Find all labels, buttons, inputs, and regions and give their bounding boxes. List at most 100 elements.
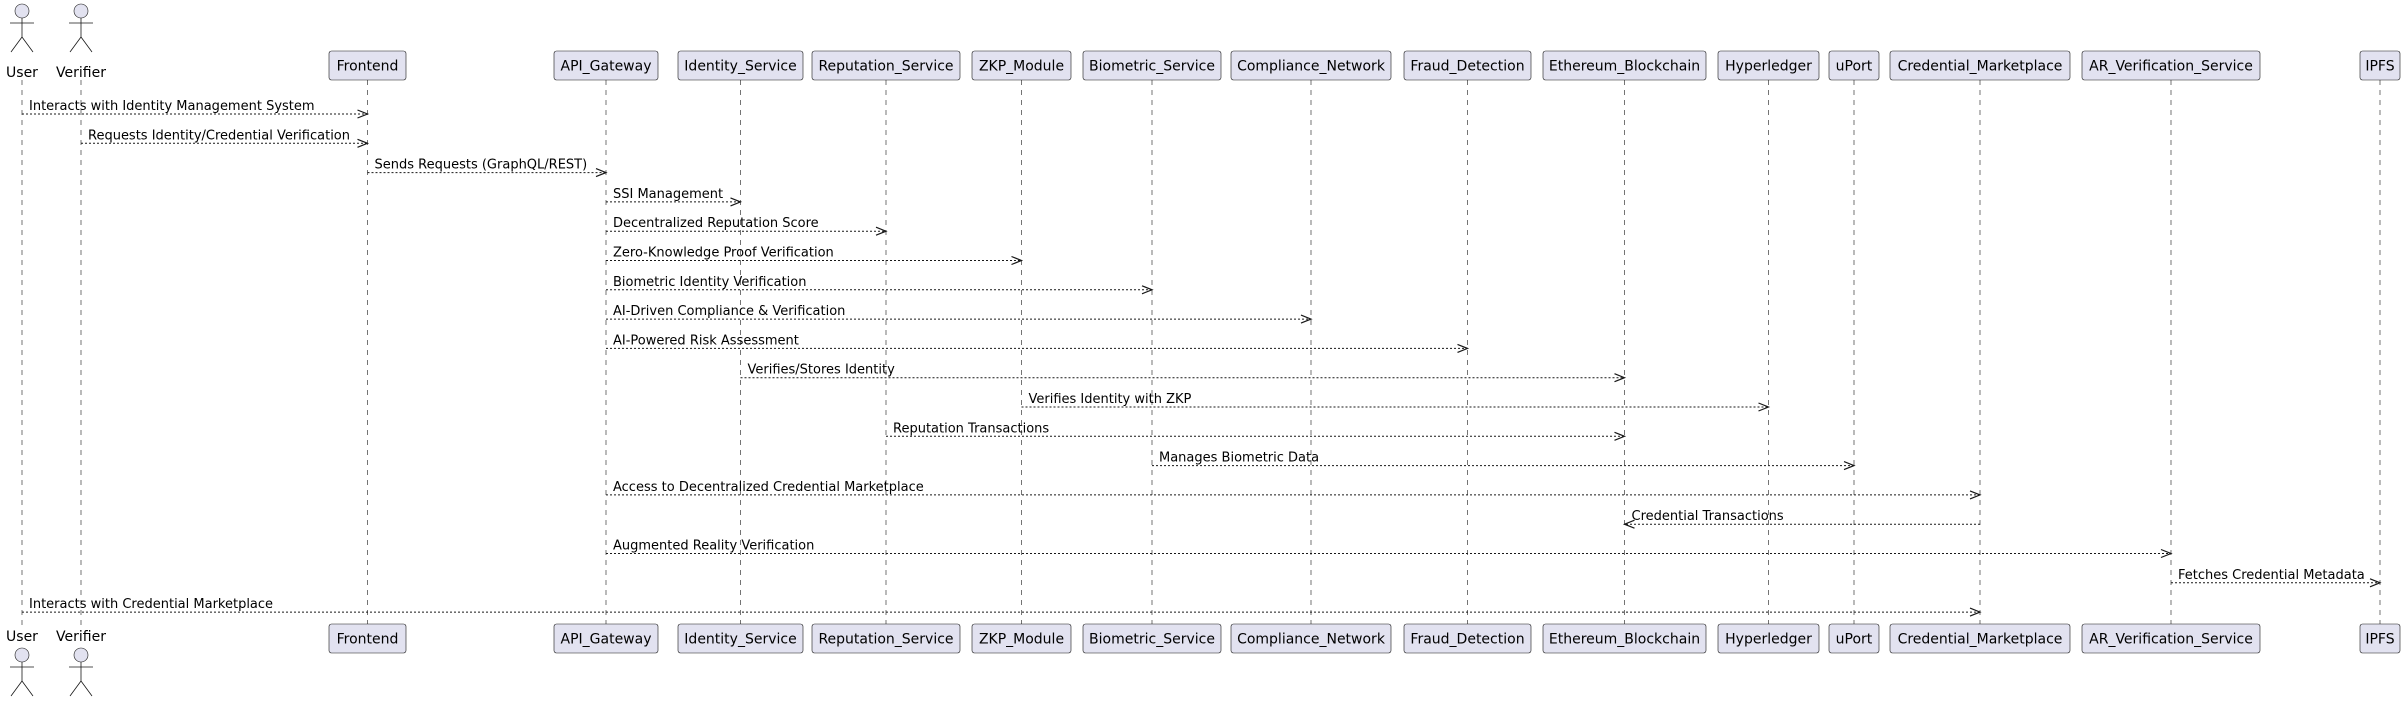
message-3: Sends Requests (GraphQL/REST): [367, 158, 608, 178]
participant-label: Credential_Marketplace: [1898, 59, 2063, 75]
participant-top-ethereum: Ethereum_Blockchain: [1542, 50, 1707, 81]
participant-label: IPFS: [2365, 59, 2394, 75]
participant-top-frontend: Frontend: [328, 50, 407, 81]
message-17: Fetches Credential Metadata: [2171, 568, 2382, 588]
message-9: AI-Powered Risk Assessment: [606, 333, 1470, 353]
actor-bottom-verifier: Verifier: [56, 629, 106, 697]
message-label: Fetches Credential Metadata: [2178, 568, 2365, 583]
participant-bottom-ar: AR_Verification_Service: [2081, 623, 2261, 654]
participant-bottom-identity: Identity_Service: [677, 623, 804, 654]
message-label: Requests Identity/Credential Verificatio…: [88, 128, 350, 143]
participant-label: Biometric_Service: [1089, 632, 1215, 648]
message-label: Sends Requests (GraphQL/REST): [375, 158, 588, 173]
message-label: AI-Powered Risk Assessment: [613, 333, 799, 348]
message-15: Credential Transactions: [1622, 509, 1980, 529]
participant-top-ipfs: IPFS: [2359, 50, 2401, 81]
message-18: Interacts with Credential Marketplace: [22, 597, 1982, 617]
participant-label: Reputation_Service: [818, 59, 953, 75]
message-1: Interacts with Identity Management Syste…: [22, 99, 370, 119]
actor-label: Verifier: [56, 629, 106, 645]
actor-bottom-user: User: [6, 629, 38, 697]
message-12: Reputation Transactions: [886, 421, 1627, 441]
participant-top-fraud: Fraud_Detection: [1403, 50, 1532, 81]
participant-label: AR_Verification_Service: [2089, 632, 2253, 648]
participant-label: Credential_Marketplace: [1898, 632, 2063, 648]
participant-bottom-reputation: Reputation_Service: [811, 623, 961, 654]
participant-label: uPort: [1836, 59, 1873, 75]
participant-bottom-biometric: Biometric_Service: [1082, 623, 1222, 654]
participant-top-marketplace: Credential_Marketplace: [1889, 50, 2071, 81]
actor-label: Verifier: [56, 65, 106, 81]
participant-top-ar: AR_Verification_Service: [2081, 50, 2261, 81]
participant-label: Hyperledger: [1725, 632, 1812, 648]
message-label: Access to Decentralized Credential Marke…: [613, 480, 924, 495]
participant-top-api: API_Gateway: [553, 50, 659, 81]
participant-label: IPFS: [2365, 632, 2394, 648]
participant-bottom-api: API_Gateway: [553, 623, 659, 654]
message-label: Verifies/Stores Identity: [748, 363, 896, 378]
participant-bottom-hyperledger: Hyperledger: [1717, 623, 1820, 654]
participant-label: Identity_Service: [684, 632, 796, 648]
actor-top-verifier: Verifier: [56, 3, 106, 81]
message-label: Reputation Transactions: [893, 421, 1049, 436]
participant-bottom-ipfs: IPFS: [2359, 623, 2401, 654]
message-2: Requests Identity/Credential Verificatio…: [81, 128, 370, 148]
actor-label: User: [6, 65, 38, 81]
participant-top-zkp: ZKP_Module: [971, 50, 1072, 81]
participant-label: Biometric_Service: [1089, 59, 1215, 75]
participant-label: Identity_Service: [684, 59, 796, 75]
message-label: SSI Management: [613, 187, 723, 202]
participant-label: Fraud_Detection: [1410, 59, 1524, 75]
message-label: Zero-Knowledge Proof Verification: [613, 246, 834, 261]
participant-bottom-ethereum: Ethereum_Blockchain: [1542, 623, 1707, 654]
participant-label: Hyperledger: [1725, 59, 1812, 75]
participant-bottom-frontend: Frontend: [328, 623, 407, 654]
message-label: Interacts with Identity Management Syste…: [29, 99, 315, 114]
participant-label: Frontend: [337, 632, 399, 648]
message-label: Manages Biometric Data: [1159, 451, 1319, 466]
message-label: AI-Driven Compliance & Verification: [613, 304, 845, 319]
participant-top-biometric: Biometric_Service: [1082, 50, 1222, 81]
participant-label: ZKP_Module: [979, 59, 1064, 75]
message-label: Biometric Identity Verification: [613, 275, 806, 290]
message-7: Biometric Identity Verification: [606, 275, 1154, 295]
message-label: Interacts with Credential Marketplace: [29, 597, 273, 612]
messages: Interacts with Identity Management Syste…: [22, 99, 2382, 617]
message-label: Credential Transactions: [1632, 509, 1784, 524]
message-8: AI-Driven Compliance & Verification: [606, 304, 1313, 324]
message-14: Access to Decentralized Credential Marke…: [606, 480, 1982, 500]
participant-bottom-uport: uPort: [1828, 623, 1880, 654]
participant-bottom-zkp: ZKP_Module: [971, 623, 1072, 654]
message-4: SSI Management: [606, 187, 743, 207]
participant-bottom-fraud: Fraud_Detection: [1403, 623, 1532, 654]
participant-top-reputation: Reputation_Service: [811, 50, 961, 81]
message-6: Zero-Knowledge Proof Verification: [606, 246, 1024, 266]
message-16: Augmented Reality Verification: [606, 539, 2173, 559]
message-label: Decentralized Reputation Score: [613, 216, 819, 231]
participant-label: uPort: [1836, 632, 1873, 648]
participant-top-compliance: Compliance_Network: [1230, 50, 1392, 81]
participant-label: API_Gateway: [561, 59, 652, 75]
participant-top-identity: Identity_Service: [677, 50, 804, 81]
participant-bottom-compliance: Compliance_Network: [1230, 623, 1392, 654]
participant-bottom-marketplace: Credential_Marketplace: [1889, 623, 2071, 654]
participant-label: Fraud_Detection: [1410, 632, 1524, 648]
participant-label: API_Gateway: [561, 632, 652, 648]
actor-top-user: User: [6, 3, 38, 81]
participant-label: AR_Verification_Service: [2089, 59, 2253, 75]
actor-label: User: [6, 629, 38, 645]
participant-label: ZKP_Module: [979, 632, 1064, 648]
participant-label: Reputation_Service: [818, 632, 953, 648]
message-13: Manages Biometric Data: [1152, 451, 1856, 471]
message-10: Verifies/Stores Identity: [740, 363, 1627, 383]
message-label: Augmented Reality Verification: [613, 539, 814, 554]
message-5: Decentralized Reputation Score: [606, 216, 888, 236]
lifelines: [21, 80, 2381, 630]
participant-top-hyperledger: Hyperledger: [1717, 50, 1820, 81]
message-11: Verifies Identity with ZKP: [1021, 392, 1771, 412]
participant-label: Frontend: [337, 59, 399, 75]
participant-label: Ethereum_Blockchain: [1549, 632, 1700, 648]
message-label: Verifies Identity with ZKP: [1029, 392, 1192, 407]
participant-top-uport: uPort: [1828, 50, 1880, 81]
